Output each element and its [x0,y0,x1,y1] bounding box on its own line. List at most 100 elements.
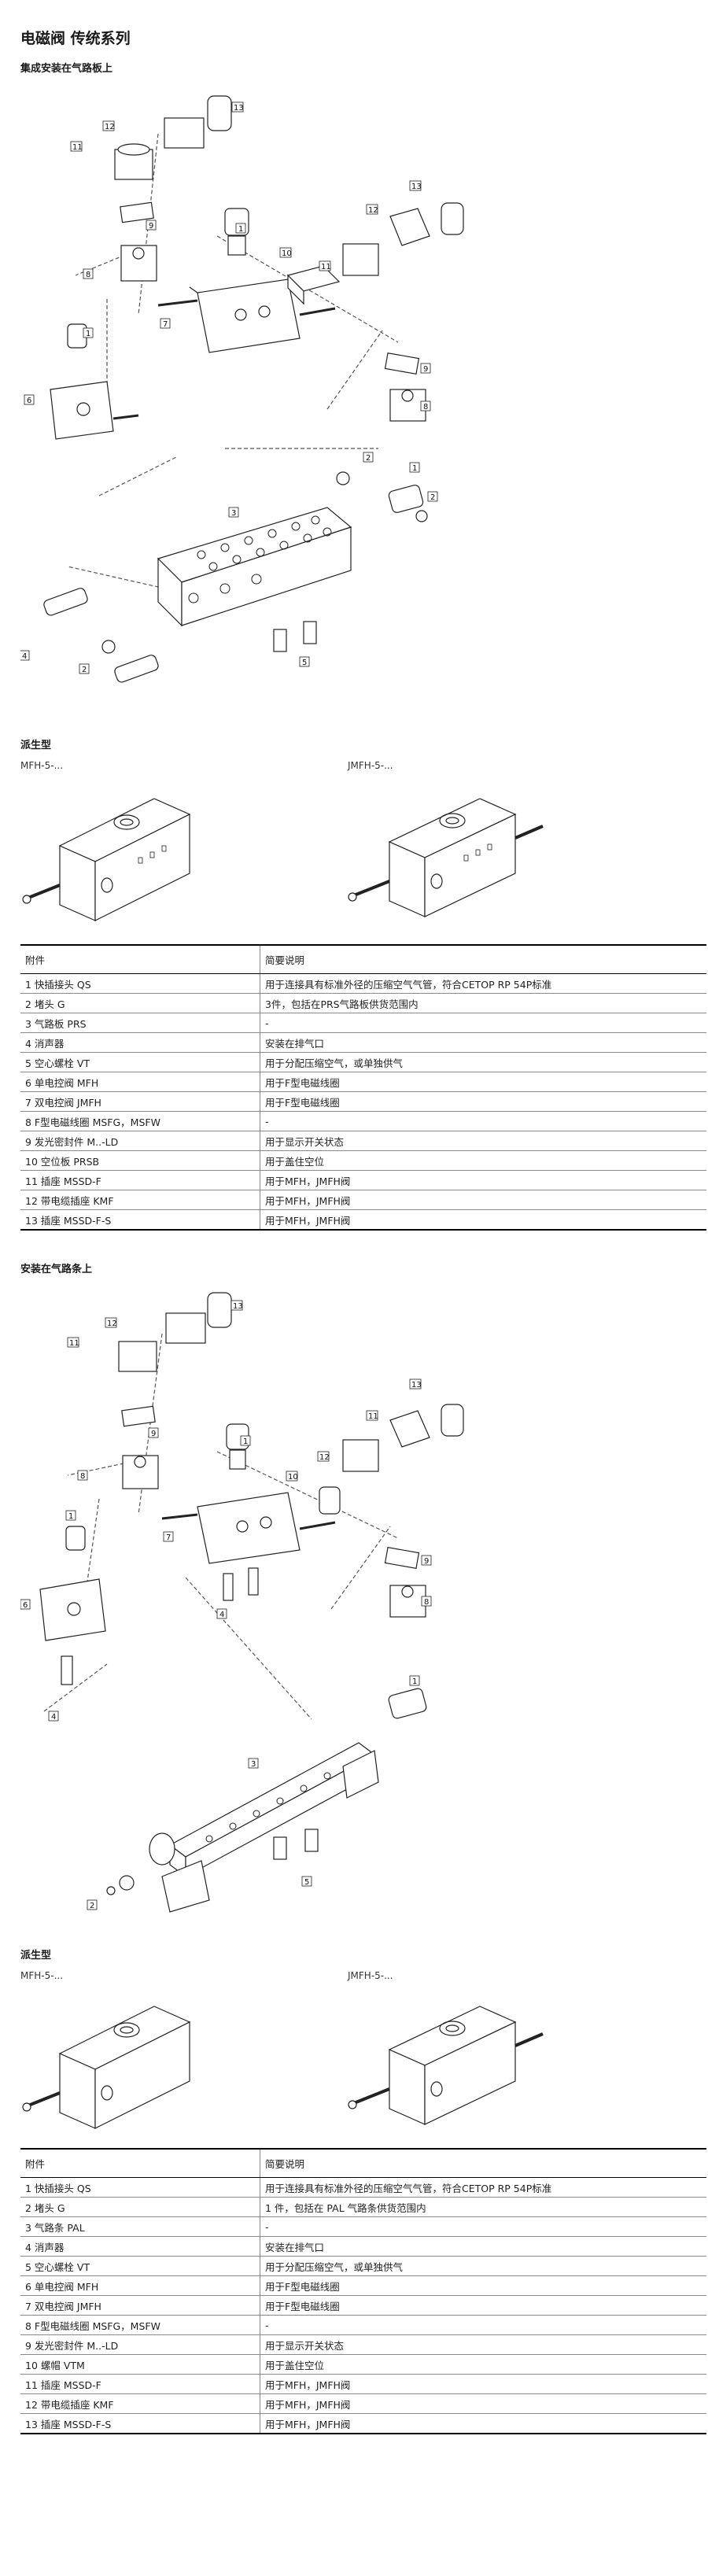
cell-part: 9 发光密封件 M..-LD [20,1131,260,1151]
subbase-rail-exploded-diagram: 13 12 11 9 8 1 10 7 11 13 12 9 8 1 6 4 4… [20,1279,492,1924]
section1-variant-heading: 派生型 [20,740,52,751]
table-row: 4 消声器安装在排气口 [20,2236,706,2257]
cell-part: 5 空心螺栓 VT [20,2256,260,2276]
cell-part: 8 F型电磁线圈 MSFG，MSFW [20,1111,260,1131]
cell-part: 4 消声器 [20,2236,260,2257]
cell-desc: 用于MFH，JMFH阀 [260,2374,706,2394]
s2-callout-9: 9 [151,1430,156,1438]
s2-callout-10: 10 [288,1473,298,1482]
cell-desc: 用于F型电磁线圈 [260,1091,706,1112]
cell-desc: 用于MFH，JMFH阀 [260,1190,706,1210]
jmfh-valve-illustration-2 [346,1991,551,2140]
s2-callout-9-right: 9 [424,1557,429,1566]
cell-part: 4 消声器 [20,1032,260,1053]
cell-part: 5 空心螺栓 VT [20,1052,260,1072]
cell-desc: 用于盖住空位 [260,1150,706,1171]
cell-desc: 3件，包括在PRS气路板供货范围内 [260,993,706,1013]
cell-desc: 安装在排气口 [260,2236,706,2257]
callout-10: 10 [282,249,292,258]
cell-part: 13 插座 MSSD-F-S [20,1209,260,1231]
cell-desc: - [260,1013,706,1033]
callout-1-manifold: 1 [412,464,417,473]
s2-callout-1-left: 1 [68,1512,73,1521]
cell-part: 6 单电控阀 MFH [20,2275,260,2296]
col-header-part: 附件 [20,944,260,974]
s2-callout-11: 11 [69,1339,79,1348]
callout-11: 11 [72,143,83,152]
cell-part: 3 气路条 PAL [20,2216,260,2237]
callout-4: 4 [22,652,27,661]
cell-desc: 用于分配压缩空气，或单独供气 [260,1052,706,1072]
table-row: 3 气路板 PRS- [20,1013,706,1033]
cell-part: 9 发光密封件 M..-LD [20,2334,260,2355]
callout-8: 8 [86,271,90,279]
table-row: 3 气路条 PAL- [20,2216,706,2237]
cell-part: 12 带电缆插座 KMF [20,1190,260,1210]
cell-desc: 用于MFH，JMFH阀 [260,1170,706,1190]
table-row: 4 消声器安装在排气口 [20,1032,706,1053]
table-row: 8 F型电磁线圈 MSFG，MSFW- [20,2315,706,2335]
s2-callout-5: 5 [304,1878,309,1887]
cell-part: 12 带电缆插座 KMF [20,2393,260,2414]
cell-desc: 用于MFH，JMFH阀 [260,2393,706,2414]
section2-variant-left-label: MFH-5-... [20,1970,64,1981]
s2-callout-7: 7 [166,1533,171,1542]
jmfh-valve-illustration [346,783,551,932]
callout-1: 1 [238,225,243,234]
cell-desc: 用于F型电磁线圈 [260,2275,706,2296]
cell-part: 6 单电控阀 MFH [20,1072,260,1092]
callout-9-right: 9 [423,365,428,374]
callout-5: 5 [302,659,307,667]
s2-callout-2: 2 [90,1902,94,1910]
callout-8-right: 8 [423,403,428,411]
s2-callout-13: 13 [233,1302,243,1311]
callout-6: 6 [27,397,31,405]
col-header-part: 附件 [20,2148,260,2178]
s2-callout-4: 4 [219,1611,224,1619]
cell-desc: 用于显示开关状态 [260,1131,706,1151]
cell-desc: 用于显示开关状态 [260,2334,706,2355]
callout-2-lower: 2 [82,666,87,674]
cell-desc: 用于MFH，JMFH阀 [260,2413,706,2434]
cell-desc: 用于分配压缩空气，或单独供气 [260,2256,706,2276]
s2-callout-12-right: 12 [319,1453,330,1462]
mfh-valve-illustration [20,783,225,932]
cell-desc: 用于MFH，JMFH阀 [260,1209,706,1231]
col-header-desc: 简要说明 [260,2148,706,2178]
s2-callout-3: 3 [251,1760,256,1769]
s2-callout-11-right: 11 [368,1412,378,1421]
s2-callout-1-right: 1 [412,1677,417,1686]
cell-desc: 用于F型电磁线圈 [260,1072,706,1092]
callout-9: 9 [149,222,153,231]
callout-12: 12 [105,123,115,131]
page-title: 电磁阀 传统系列 [20,30,131,47]
callout-1-left: 1 [86,330,90,338]
s2-callout-12: 12 [107,1319,117,1328]
cell-desc: 1 件，包括在 PAL 气路条供货范围内 [260,2197,706,2217]
cell-desc: - [260,2216,706,2237]
s2-callout-6: 6 [23,1601,28,1610]
s2-callout-13-right: 13 [411,1381,422,1389]
callout-3: 3 [231,509,236,518]
cell-part: 7 双电控阀 JMFH [20,1091,260,1112]
cell-desc: - [260,2315,706,2335]
cell-part: 10 螺帽 VTM [20,2354,260,2375]
s2-callout-8: 8 [80,1472,85,1481]
